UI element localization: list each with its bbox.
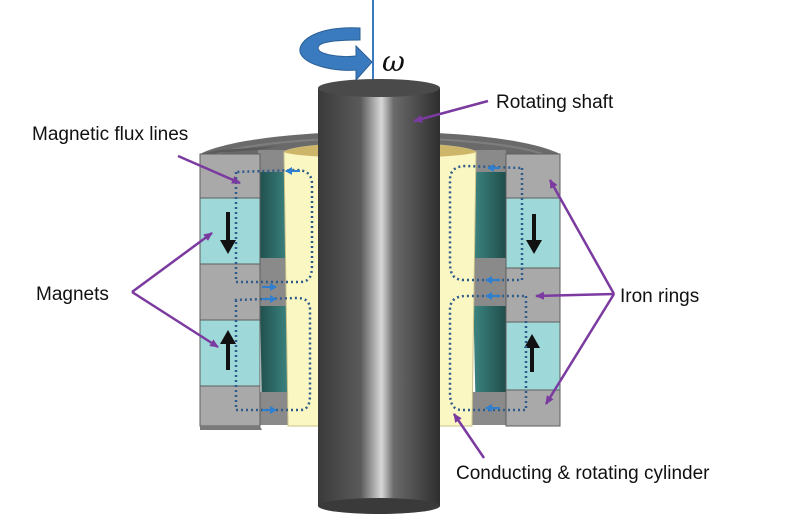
- right-stack: [470, 150, 561, 427]
- label-magnets: Magnets: [36, 284, 109, 305]
- arrow-down-icon: [526, 214, 542, 254]
- callout-flux-lines: [177, 154, 241, 185]
- callout-conducting-cylinder: [452, 413, 486, 459]
- callout-iron-rings-top: [548, 179, 616, 295]
- arrow-up-icon: [220, 330, 236, 370]
- rotating-shaft: [318, 79, 440, 514]
- arrow-down-icon: [220, 212, 236, 254]
- right-iron-ring-1: [505, 153, 561, 199]
- label-conducting-cylinder: Conducting & rotating cylinder: [456, 463, 710, 484]
- left-stack: [199, 146, 292, 430]
- left-iron-ring-3: [199, 385, 261, 427]
- left-iron-ring-1: [199, 153, 261, 199]
- right-magnet-1: [505, 197, 561, 269]
- callout-arrows: [131, 99, 616, 459]
- callout-iron-rings-bottom: [544, 293, 616, 405]
- callout-iron-rings-middle: [535, 291, 615, 300]
- arrow-up-icon: [524, 334, 540, 372]
- flux-direction-arrows: [262, 164, 500, 414]
- omega-label: ω: [382, 45, 405, 78]
- rotation-arrow-icon: [299, 27, 373, 82]
- callout-magnets-bottom: [131, 290, 219, 349]
- label-magnetic-flux-lines: Magnetic flux lines: [32, 124, 188, 145]
- magnetic-flux-lines: [234, 164, 528, 412]
- label-iron-rings: Iron rings: [620, 286, 699, 307]
- callout-rotating-shaft: [413, 99, 489, 123]
- label-rotating-shaft: Rotating shaft: [496, 92, 614, 113]
- left-iron-ring-2: [199, 263, 261, 321]
- callout-magnets-top: [131, 231, 213, 294]
